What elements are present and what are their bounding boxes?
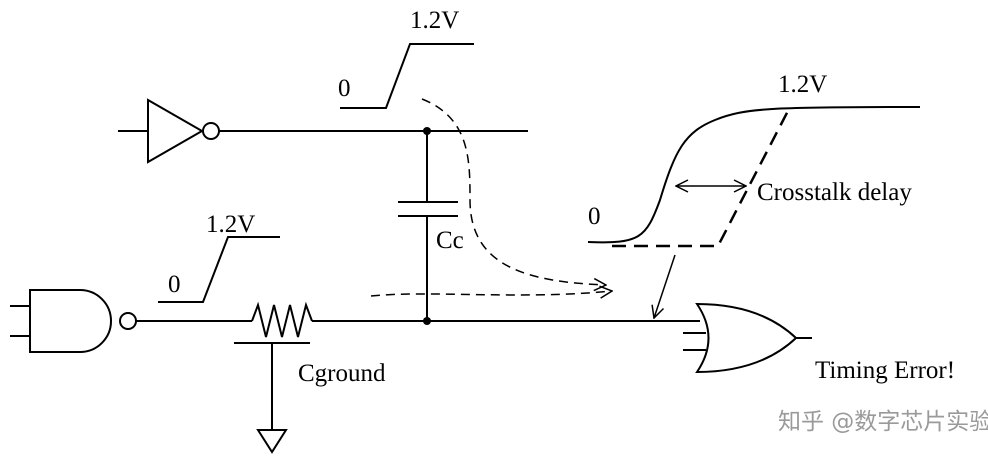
victim-high-label: 1.2V bbox=[206, 211, 255, 238]
coupling-cap-label: Cc bbox=[436, 227, 464, 254]
victim-waveform bbox=[158, 236, 280, 303]
delayed-transition-curve bbox=[612, 106, 792, 248]
aggressor-high-label: 1.2V bbox=[410, 7, 459, 34]
waveform-high-label: 1.2V bbox=[778, 71, 827, 98]
ground-capacitor bbox=[234, 342, 310, 430]
aggressor-low-label: 0 bbox=[338, 75, 351, 102]
coupling-noise-path-lower bbox=[370, 291, 612, 296]
watermark: 知乎 @数字芯片实验室 bbox=[778, 409, 988, 435]
aggressor-driver bbox=[118, 98, 220, 164]
coupling-capacitor bbox=[398, 131, 458, 321]
ground-icon bbox=[256, 429, 288, 454]
waveform-low-label: 0 bbox=[588, 203, 601, 230]
victim-driver bbox=[10, 289, 137, 353]
wire-resistor bbox=[251, 301, 313, 338]
timing-error-label: Timing Error! bbox=[815, 357, 955, 384]
nominal-transition-curve bbox=[587, 106, 921, 244]
receiver-gate bbox=[683, 302, 812, 374]
aggressor-junction-dot bbox=[423, 127, 431, 135]
coupling-noise-path-upper bbox=[421, 98, 606, 285]
aggressor-waveform bbox=[340, 43, 474, 109]
victim-low-label: 0 bbox=[168, 271, 181, 298]
ground-cap-label: Cground bbox=[298, 360, 386, 387]
crosstalk-delay-label: Crosstalk delay bbox=[757, 179, 912, 206]
timing-error-arrow bbox=[654, 254, 676, 318]
